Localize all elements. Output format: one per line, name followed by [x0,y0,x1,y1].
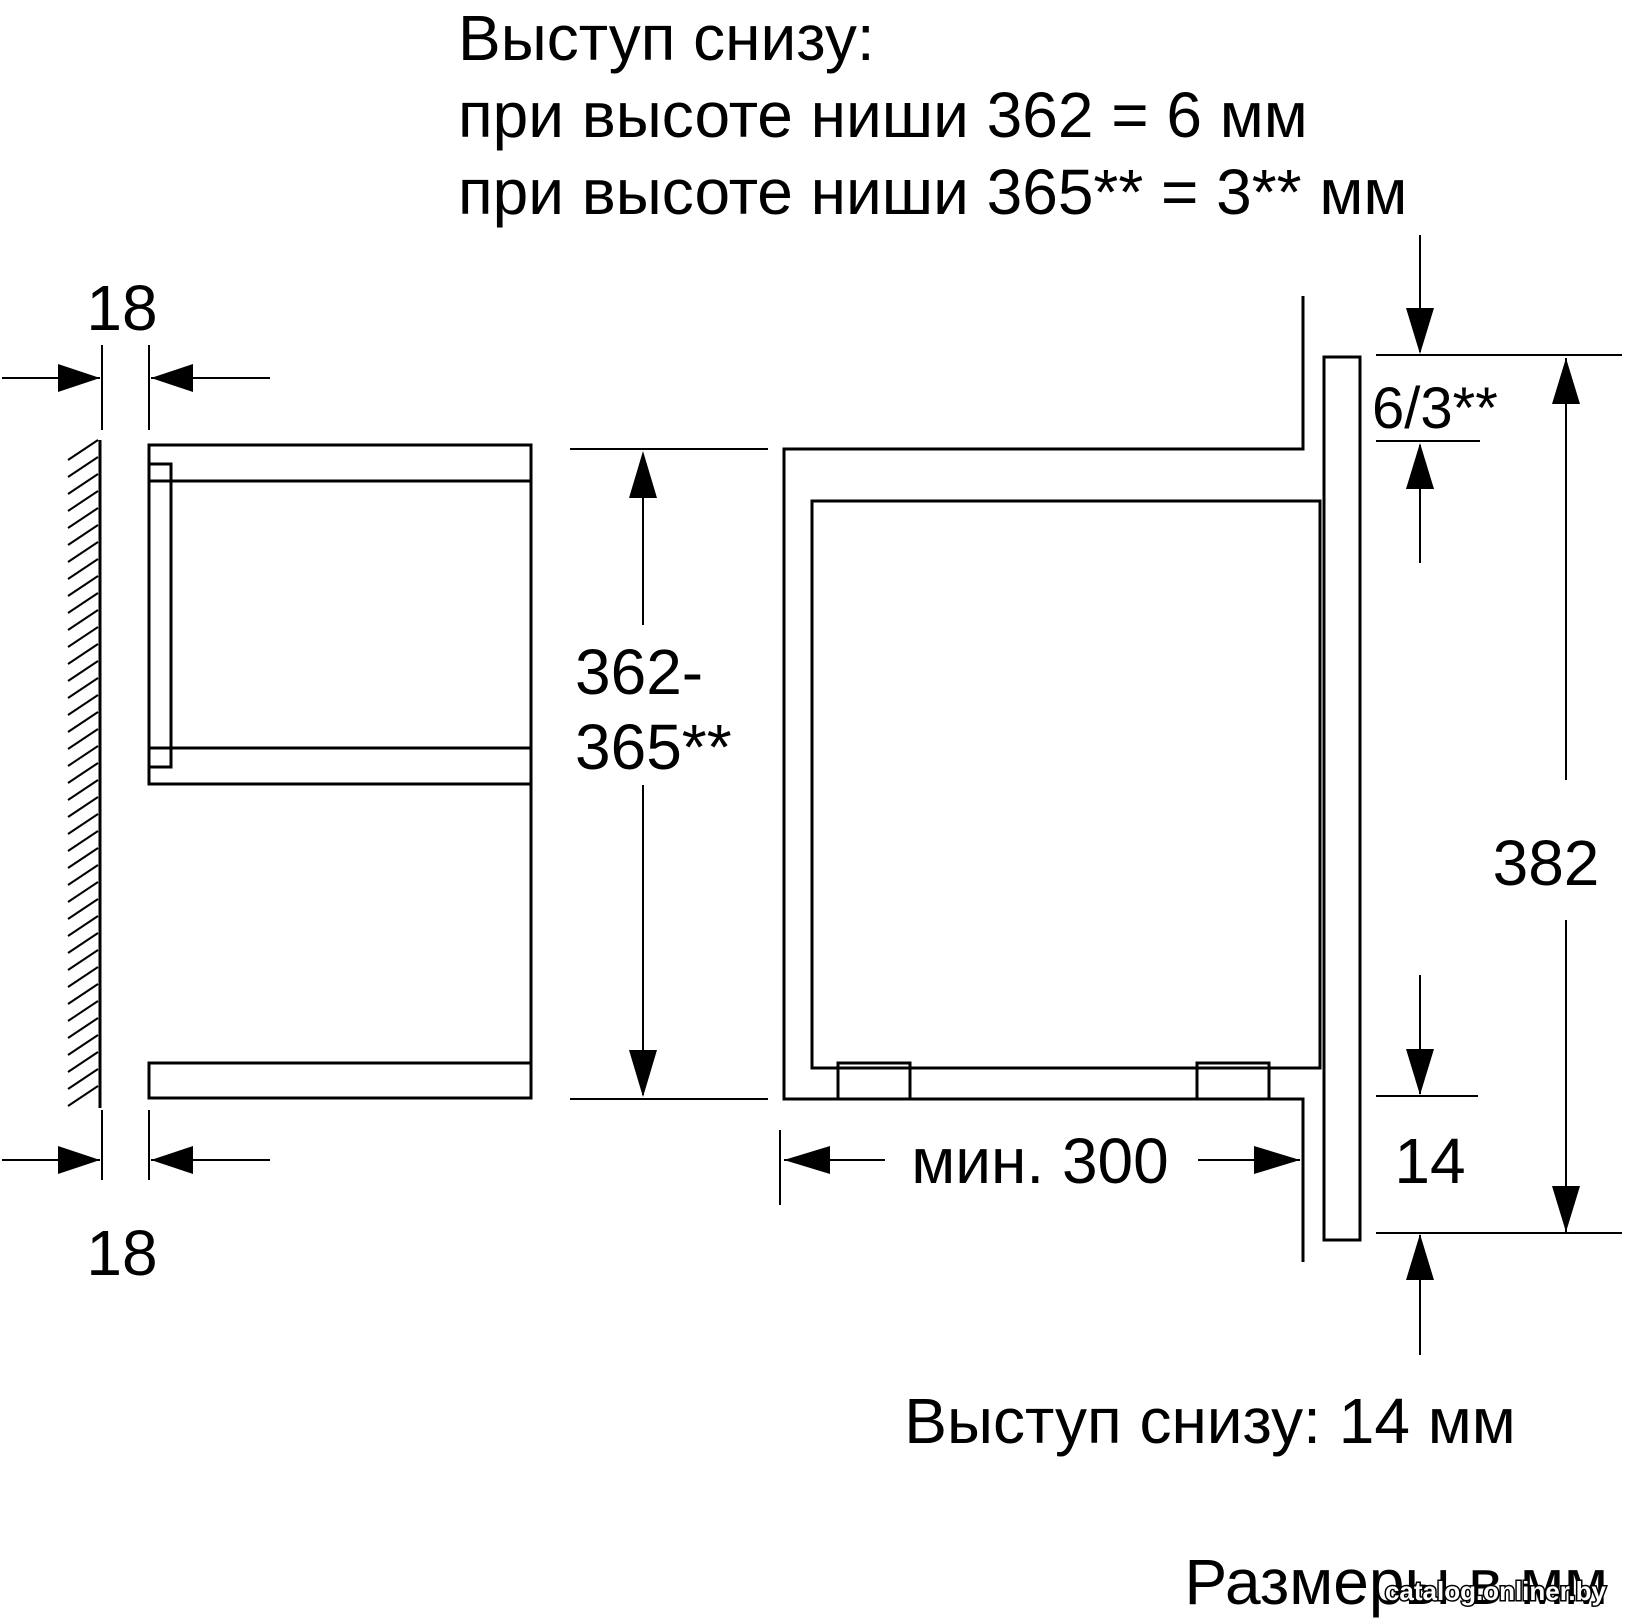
front-height-label: 382 [1493,827,1600,899]
hatch-line [67,711,99,733]
hatch-line [67,626,99,648]
hatch-line [67,966,99,988]
hatch-line [67,745,99,767]
hatch-line [67,762,99,784]
footer-units: Размеры в мм [1184,1546,1608,1618]
hatch-line [67,983,99,1005]
watermark: catalog.onliner.by [1385,1576,1607,1606]
min-depth-label: мин. 300 [911,1125,1168,1197]
hatch-line [67,609,99,631]
hatch-line [67,490,99,512]
hatch-line [67,524,99,546]
hatch-line [67,728,99,750]
hatch-line [67,864,99,886]
hatch-line [67,1000,99,1022]
hatch-line [67,1085,99,1107]
wall-thickness-bottom-label: 18 [86,1217,157,1289]
wall-section [67,439,102,1108]
wall-hatch [67,439,99,1107]
hatch-line [67,1017,99,1039]
min-depth-dim: мин. 300 [779,1125,1300,1205]
hatch-line [67,592,99,614]
bottom-note: Выступ снизу: 14 мм [904,1385,1515,1457]
hatch-line [67,830,99,852]
hatch-line [67,1051,99,1073]
front-height-dim: 382 [1376,358,1622,1234]
niche-height-label-a: 362- [575,636,703,708]
hatch-line [67,507,99,529]
niche-height-label-b: 365** [575,711,732,783]
bottom-offset-dim: 14 [1376,975,1478,1355]
wall-thickness-top-label: 18 [86,272,157,344]
hatch-line [67,1034,99,1056]
hatch-line [67,541,99,563]
hatch-line [67,456,99,478]
hatch-line [67,660,99,682]
hatch-line [67,575,99,597]
hatch-line [67,779,99,801]
niche-height-dim: 362- 365** [570,448,768,1100]
appliance-side-view [782,296,1362,1262]
hatch-line [67,915,99,937]
hatch-line [67,932,99,954]
wall-thickness-dim-top: 18 [2,272,270,430]
hatch-line [67,558,99,580]
cabinet-front-view [147,443,533,1100]
hatch-line [67,881,99,903]
hatch-line [67,796,99,818]
top-note-line1: Выступ снизу: [458,2,875,74]
hatch-line [67,949,99,971]
top-offset-dim: 6/3** [1372,235,1622,563]
top-offset-label: 6/3** [1372,376,1498,441]
hatch-line [67,439,99,461]
top-note-line3: при высоте ниши 365** = 3** мм [458,156,1407,228]
hatch-line [67,813,99,835]
hatch-line [67,1068,99,1090]
hatch-line [67,694,99,716]
hatch-line [67,473,99,495]
top-note-line2: при высоте ниши 362 = 6 мм [458,79,1308,151]
wall-thickness-dim-bottom: 18 [2,1110,270,1289]
bottom-offset-label: 14 [1394,1125,1465,1197]
hatch-line [67,847,99,869]
hatch-line [67,677,99,699]
hatch-line [67,643,99,665]
hatch-line [67,898,99,920]
